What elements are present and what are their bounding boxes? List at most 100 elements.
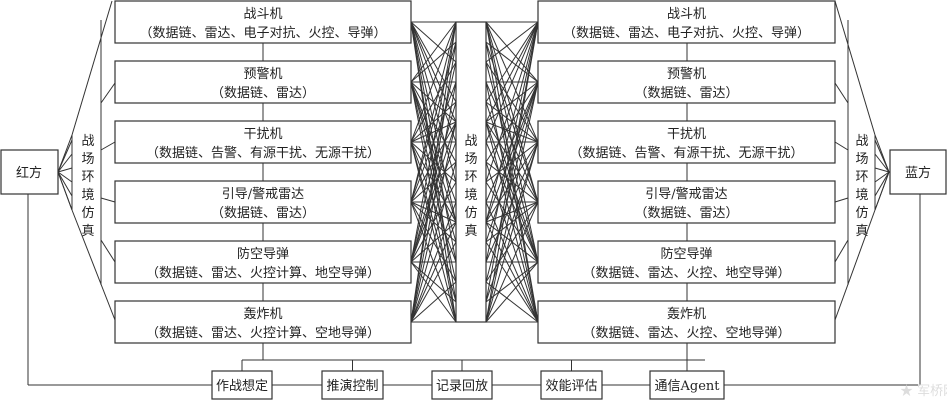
connector-line: [410, 21, 457, 123]
connector-line: [410, 201, 457, 223]
connection-lines: [27, 0, 921, 386]
svg-text:真: 真: [81, 224, 94, 239]
svg-text:仿: 仿: [464, 206, 477, 221]
connector-line: [485, 121, 539, 263]
blue-unit-box: 干扰机（数据链、告警、有源干扰、无源干扰）: [537, 120, 836, 164]
connector-line: [410, 21, 457, 143]
connector-line: [71, 0, 113, 136]
connector-line: [485, 21, 539, 63]
unit-detail: （数据链、雷达）: [211, 86, 315, 101]
unit-detail: （数据链、雷达、电子对抗、火控、导弹）: [563, 26, 810, 41]
svg-text:场: 场: [855, 152, 868, 167]
blue-side-node: 蓝方: [889, 149, 947, 195]
connector-line: [485, 121, 539, 143]
svg-text:境: 境: [81, 188, 94, 203]
blue-unit-box: 引导/警戒雷达 （数据链、雷达）: [537, 180, 836, 224]
connector-line: [410, 121, 457, 143]
svg-text:环: 环: [81, 170, 94, 185]
connector-line: [410, 21, 457, 63]
control-module-box: 效能评估: [540, 370, 603, 400]
connector-line: [834, 239, 849, 263]
connector-line: [874, 171, 890, 211]
connector-line: [485, 21, 539, 83]
connector-line: [410, 81, 457, 323]
connector-line: [410, 241, 457, 323]
control-module-label: 推演控制: [326, 378, 378, 394]
connector-line: [410, 81, 457, 223]
unit-name: 轰炸机: [243, 306, 282, 322]
connector-line: [485, 61, 539, 263]
connector-line: [57, 153, 73, 173]
svg-text:战: 战: [855, 134, 868, 149]
connector-line: [57, 171, 73, 197]
connector-line: [485, 201, 539, 323]
svg-text:仿: 仿: [855, 206, 868, 221]
connector-line: [410, 41, 457, 323]
connector-line: [410, 161, 457, 323]
unit-name: 防空导弹: [660, 246, 712, 262]
connector-line: [100, 141, 116, 151]
unit-name: 引导/警戒雷达: [645, 186, 727, 202]
unit-detail: （数据链、告警、有源干扰、无源干扰）: [569, 145, 803, 161]
connector-line: [485, 41, 539, 83]
unit-detail: （数据链、告警、有源干扰、无源干扰）: [146, 145, 380, 161]
control-module-box: 通信Agent: [649, 370, 725, 400]
connector-line: [485, 241, 539, 323]
unit-name: 战斗机: [667, 7, 706, 22]
connector-line: [410, 121, 457, 323]
unit-name: 预警机: [243, 66, 282, 82]
unit-name: 战斗机: [243, 7, 282, 22]
connector-line: [834, 82, 849, 104]
unit-detail: （数据链、雷达、火控、空地导弹）: [582, 326, 790, 341]
svg-text:战: 战: [81, 134, 94, 149]
connector-line: [485, 61, 539, 143]
unit-name: 预警机: [667, 66, 706, 82]
connector-line: [485, 21, 539, 263]
connector-line: [834, 209, 876, 321]
connector-line: [410, 221, 457, 323]
connector-line: [57, 171, 73, 211]
control-module-box: 记录回放: [431, 370, 493, 400]
control-module-label: 效能评估: [545, 379, 597, 394]
red-side-label: 红方: [16, 165, 42, 181]
connector-line: [485, 21, 539, 143]
connector-line: [834, 0, 876, 136]
svg-text:战: 战: [464, 134, 477, 149]
red-unit-box: 引导/警戒雷达（数据链、雷达）: [114, 180, 412, 224]
svg-text:环: 环: [464, 170, 477, 185]
connector-line: [485, 221, 539, 323]
connector-line: [485, 281, 539, 323]
control-module-box: 作战想定: [211, 370, 273, 400]
control-module-label: 作战想定: [216, 378, 268, 394]
connector-line: [410, 21, 457, 323]
connector-line: [410, 281, 457, 323]
unit-detail: （数据链、雷达）: [634, 206, 738, 221]
blue-unit-box: 防空导弹（数据链、雷达、火控、地空导弹）: [537, 240, 836, 284]
unit-detail: （数据链、雷达）: [211, 206, 315, 221]
connector-line: [57, 167, 73, 173]
connector-line: [485, 41, 539, 203]
connector-line: [100, 82, 116, 104]
blue-unit-box: 预警机（数据链、雷达）: [537, 60, 836, 104]
connector-line: [485, 21, 539, 323]
connector-line: [834, 197, 849, 203]
red-unit-box: 防空导弹 （数据链、雷达、火控计算、地空导弹）: [114, 240, 412, 284]
connector-line: [485, 21, 539, 203]
connector-line: [57, 139, 73, 173]
blue-side-label: 蓝方: [905, 165, 931, 181]
unit-detail: （数据链、雷达、电子对抗、火控、导弹）: [139, 26, 386, 41]
connector-line: [485, 21, 539, 123]
unit-detail: （数据链、雷达、火控计算、地空导弹）: [146, 266, 380, 281]
control-module-label: 通信Agent: [654, 379, 720, 394]
connector-line: [410, 121, 457, 263]
connector-line: [410, 201, 457, 323]
svg-text:环: 环: [855, 170, 868, 185]
unit-name: 防空导弹: [237, 246, 289, 262]
control-module-label: 记录回放: [436, 379, 488, 394]
unit-name: 干扰机: [243, 127, 282, 142]
connector-line: [874, 171, 890, 183]
svg-text:仿: 仿: [81, 206, 94, 221]
